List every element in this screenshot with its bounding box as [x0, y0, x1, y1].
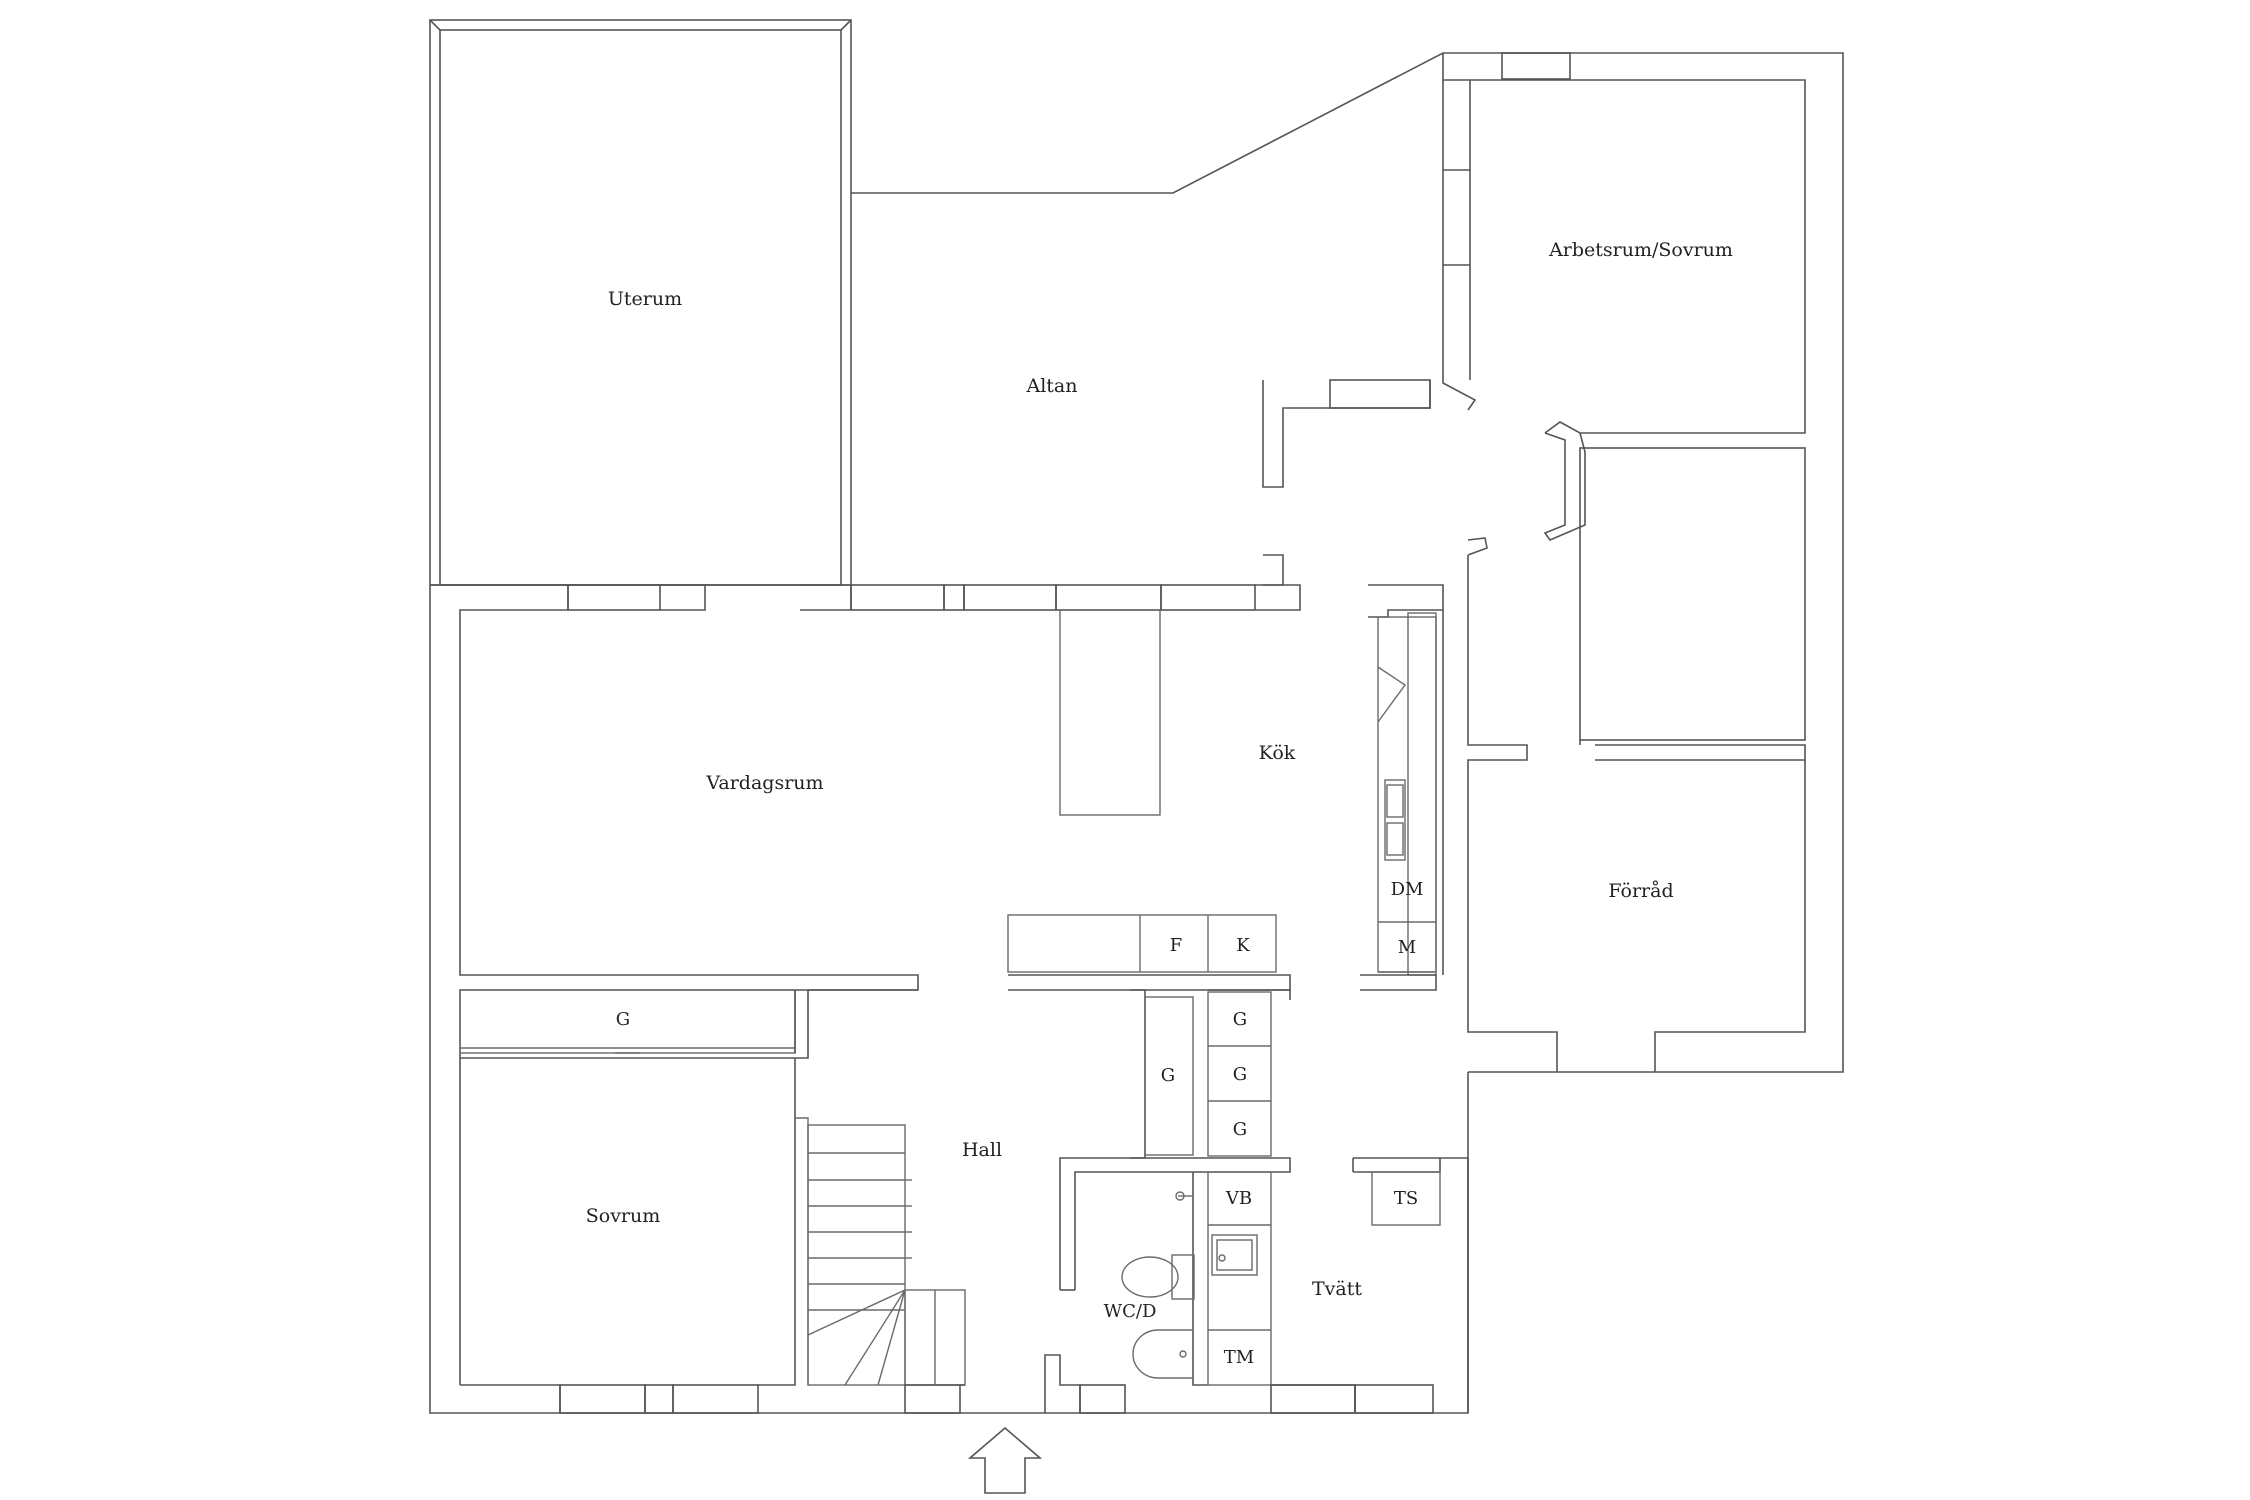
fixture-g-2: G — [1233, 1064, 1247, 1085]
room-label-altan: Altan — [1026, 375, 1078, 397]
wc-room — [1059, 1157, 1208, 1386]
kitchen-east-wall — [1360, 974, 1437, 991]
south-wall-entry — [904, 1354, 1126, 1414]
fixture-g-1: G — [1233, 1009, 1247, 1030]
room-label-uterum: Uterum — [608, 288, 682, 310]
room-label-arbetsrum: Arbetsrum/Sovrum — [1548, 239, 1733, 261]
fixture-g-3: G — [1233, 1119, 1247, 1140]
laundry-walls — [1352, 1157, 1469, 1413]
room-label-sovrum: Sovrum — [586, 1205, 661, 1227]
fixture-g-hall: G — [1161, 1065, 1175, 1086]
room-label-wc: WC/D — [1104, 1301, 1157, 1322]
drying-cabinet — [1371, 1171, 1441, 1226]
room-label-hall: Hall — [962, 1139, 1002, 1161]
room-label-kok: Kök — [1259, 742, 1296, 764]
fixture-m: M — [1398, 937, 1416, 958]
south-wall-west — [460, 1058, 796, 1414]
sink — [1384, 779, 1406, 861]
kitchen-counter — [1377, 612, 1437, 976]
entrance-arrow-icon — [967, 1426, 1043, 1494]
fixture-vb: VB — [1225, 1188, 1252, 1209]
washbasin-icon — [1132, 1329, 1194, 1379]
north-wall — [430, 584, 1444, 1385]
fixture-ts: TS — [1394, 1188, 1418, 1209]
hall-closets — [1130, 989, 1291, 1173]
fixture-g-wardrobe: G — [616, 1009, 630, 1030]
sovrum-wardrobe — [459, 989, 918, 1059]
fixture-dm: DM — [1391, 879, 1424, 900]
kitchen-island — [1059, 609, 1161, 816]
staircase — [795, 1117, 966, 1386]
fixture-f: F — [1170, 935, 1183, 956]
room-label-vardagsrum: Vardagsrum — [705, 772, 823, 794]
fixture-k: K — [1236, 935, 1250, 956]
altan-structure — [851, 52, 1844, 1073]
room-label-forrad: Förråd — [1608, 880, 1673, 902]
room-label-tvatt: Tvätt — [1312, 1278, 1362, 1300]
fridge-freezer-unit — [1007, 914, 1291, 991]
toilet-icon — [1121, 1256, 1179, 1298]
fixture-tm: TM — [1224, 1347, 1254, 1368]
laundry-sink-icon — [1211, 1234, 1258, 1276]
laundry-fixtures — [1207, 1171, 1434, 1414]
east-rooms — [1467, 79, 1806, 1072]
